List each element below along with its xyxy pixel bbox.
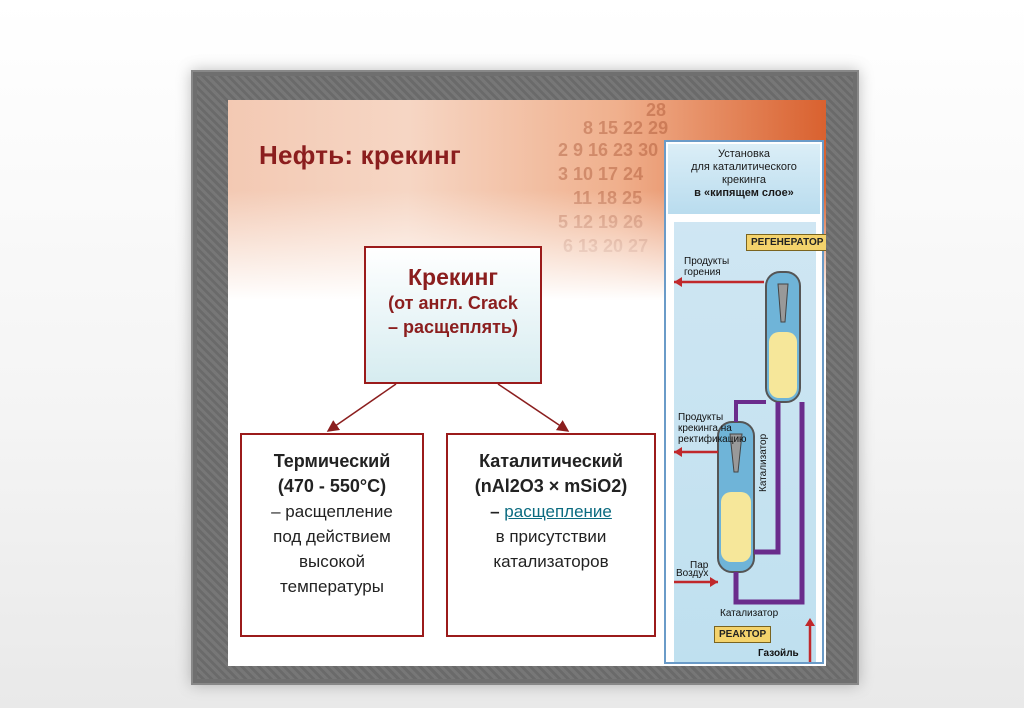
term-label: Крекинг [407,264,498,290]
air-label: Воздух [676,568,709,579]
product-pipe [734,400,766,422]
arrow-to-thermal [326,383,397,432]
riser-pipe [754,402,781,555]
installation-schematic [674,271,815,662]
heading-line: крекинга [722,174,766,186]
arrow-to-catalytic [497,383,570,432]
dash: – [490,502,505,521]
thermal-text: под действием [273,527,391,546]
catalytic-text: в присутствии [495,527,607,546]
banner-number: 28 [646,100,667,120]
thermal-temperature: (470 - 550°С) [277,476,387,496]
installation-heading: Установка для каталитического крекинга в… [668,144,820,214]
regenerator-label: РЕГЕНЕРАТОР [746,234,826,251]
catalyst-vertical-label: Катализатор [758,433,769,492]
steam-label: Пар [690,560,709,571]
catalytic-text-line: – расщепление [448,499,654,524]
banner-number: 8 15 22 29 [583,118,669,138]
thermal-cracking-box: Термический (470 - 550°С) – расщепление … [240,433,424,637]
catalytic-title: Каталитический [479,451,623,471]
catalyst-pipe [733,402,805,605]
regenerator-bed [769,332,797,398]
gasoil-label: Газойль [758,648,799,659]
reactor-label: РЕАКТОР [714,626,772,643]
catalytic-formula: (nAl2O3 × mSiO2) [474,476,628,496]
regenerator-cyclone [777,283,789,323]
reactor-cyclone [729,433,743,473]
thermal-text: температуры [280,577,384,596]
thermal-title: Термический [273,451,391,471]
catalytic-text: катализаторов [493,552,609,571]
heading-line: для каталитического [691,161,797,173]
definition-box: Крекинг (от англ. Crack – расщеплять) [364,246,542,384]
thermal-text: – расщепление [271,502,393,521]
heading-line: в «кипящем слое» [694,187,794,199]
slide: 28 8 15 22 29 2 9 16 23 30 3 10 17 24 11… [228,100,826,666]
catalytic-cracking-box: Каталитический (nAl2O3 × mSiO2) – расщеп… [446,433,656,637]
banner-number: 2 9 16 23 30 [558,140,659,160]
page-title: Нефть: крекинг [259,140,461,170]
connector-lines [326,383,570,432]
catalyst-bottom-label: Катализатор [720,608,779,619]
origin-line: – расщеплять) [388,317,518,337]
reactor-bed [721,492,751,562]
origin-line: (от англ. Crack [388,293,518,313]
thermal-text: высокой [299,552,365,571]
splitting-link[interactable]: расщепление [504,502,612,521]
banner-number: 3 10 17 24 [558,164,644,184]
heading-line: Установка [718,148,770,160]
installation-panel: Установка для каталитического крекинга в… [664,140,826,664]
